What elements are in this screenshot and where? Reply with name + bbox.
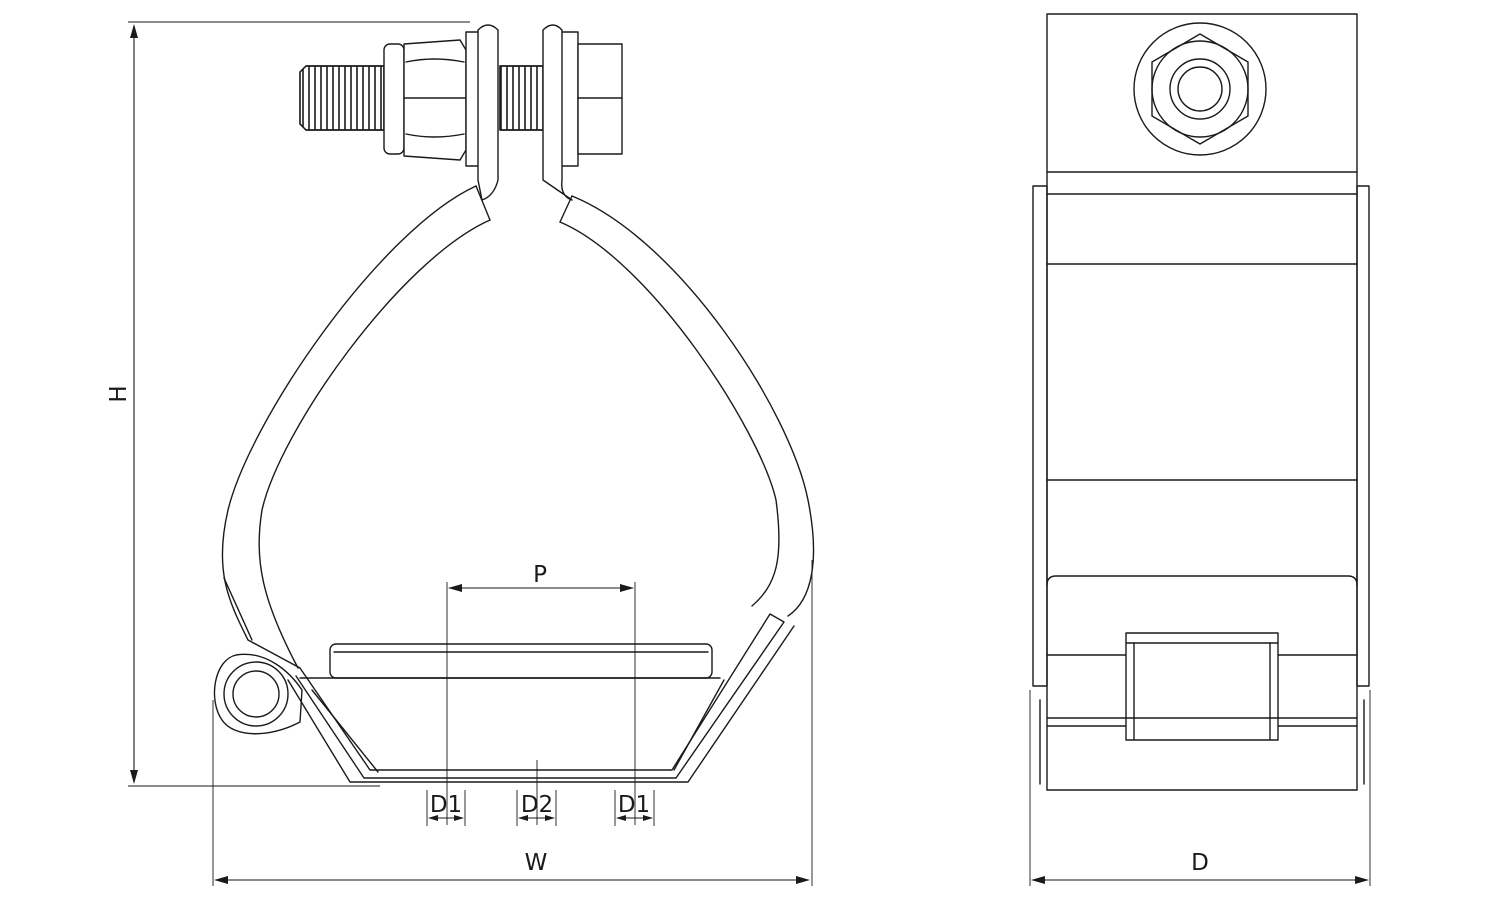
d2-label: D2 (521, 792, 553, 818)
width-dimension (212, 560, 813, 886)
front-view: H W P (106, 21, 815, 886)
side-cradle (1046, 575, 1358, 741)
bolt-assembly (299, 31, 623, 167)
d1-right-label: D1 (618, 792, 650, 818)
hole-dimensions (426, 790, 655, 826)
depth-label: D (1191, 850, 1209, 876)
cradle (287, 613, 795, 783)
pitch-dimension (446, 582, 636, 825)
hinge-pin (213, 653, 303, 735)
depth-dimension (1029, 690, 1371, 886)
hanger-band (221, 185, 815, 669)
band-body (1032, 171, 1370, 791)
height-dimension (128, 21, 470, 787)
nut-top-view (1133, 22, 1267, 156)
width-label: W (525, 850, 548, 876)
height-label: H (106, 385, 132, 402)
d1-left-label: D1 (430, 792, 462, 818)
right-flange (542, 24, 573, 201)
left-flange (477, 24, 499, 201)
side-view: D (1029, 13, 1371, 886)
pitch-label: P (533, 562, 547, 588)
